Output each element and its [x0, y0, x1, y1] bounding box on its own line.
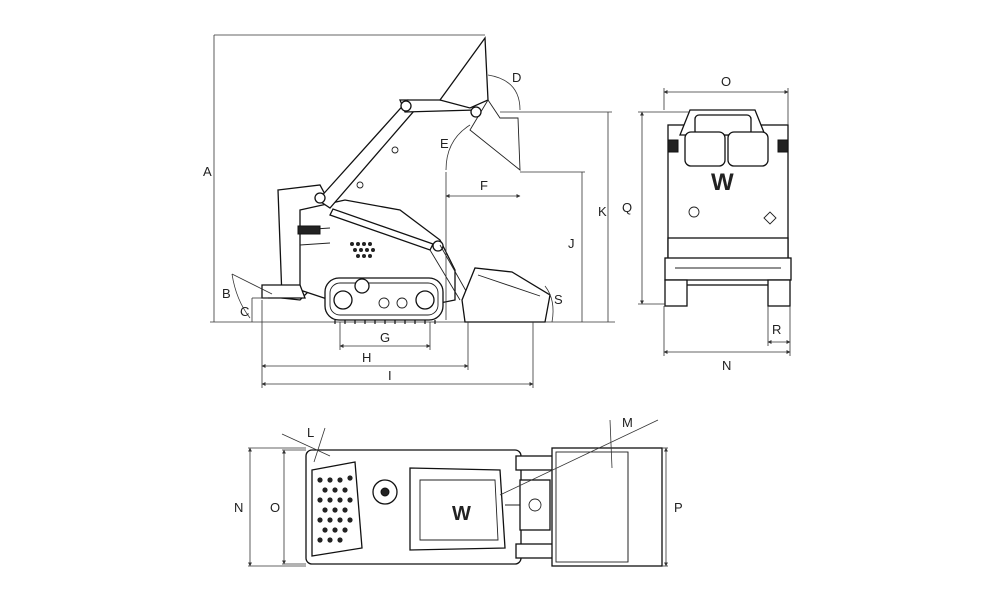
label-L: L — [307, 425, 314, 440]
top-view-machine-body: W — [305, 449, 555, 565]
label-I: I — [388, 368, 392, 383]
label-G: G — [380, 330, 390, 345]
label-Q: Q — [622, 200, 632, 215]
brand-logo: W — [711, 169, 734, 196]
label-C: C — [240, 304, 249, 319]
label-A: A — [203, 164, 212, 179]
front-view: W O Q R N — [622, 74, 792, 373]
label-J: J — [568, 236, 575, 251]
label-H: H — [362, 350, 371, 365]
front-view-machine-body: W — [664, 109, 792, 307]
label-N-top: N — [234, 500, 243, 515]
label-E: E — [440, 136, 449, 151]
label-F: F — [480, 178, 488, 193]
label-M: M — [622, 415, 633, 430]
label-O-top: O — [270, 500, 280, 515]
top-view: W L M N O P — [234, 415, 683, 567]
label-B: B — [222, 286, 231, 301]
label-D: D — [512, 70, 521, 85]
side-view: A B C D E F J K S G H I — [203, 34, 615, 388]
top-brand-logo: W — [452, 503, 471, 525]
label-S: S — [554, 292, 563, 307]
side-view-machine-body — [261, 36, 551, 324]
label-K: K — [598, 204, 607, 219]
label-N-front: N — [722, 358, 731, 373]
label-O-front: O — [721, 74, 731, 89]
label-P: P — [674, 500, 683, 515]
label-R: R — [772, 322, 781, 337]
top-view-bucket — [551, 447, 663, 567]
